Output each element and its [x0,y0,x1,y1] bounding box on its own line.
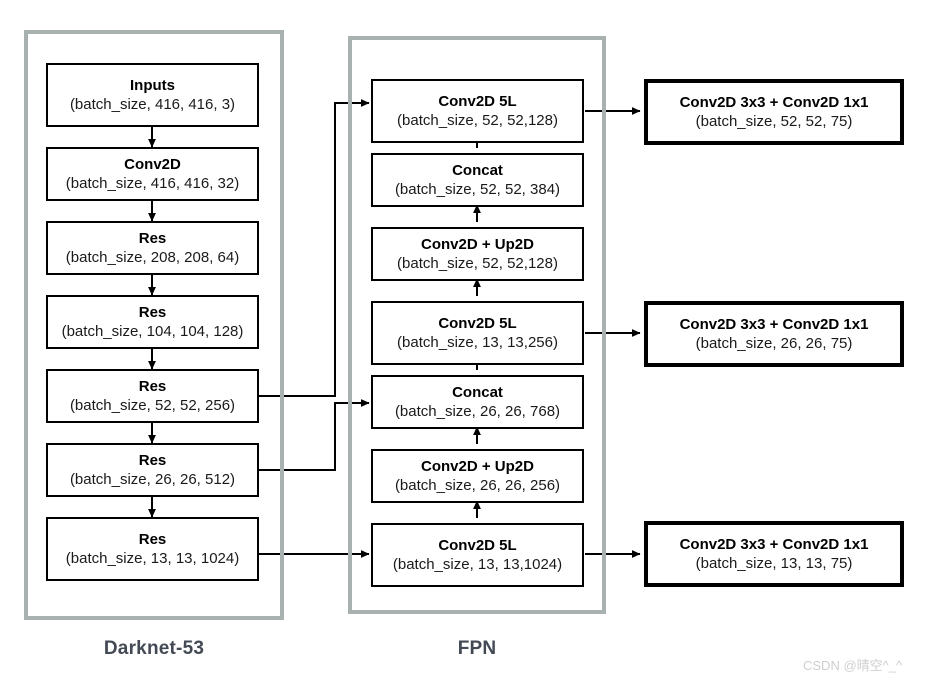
node-fpn-up2d-52[interactable]: Conv2D + Up2D (batch_size, 52, 52,128) [371,227,584,281]
node-head-52[interactable]: Conv2D 3x3 + Conv2D 1x1 (batch_size, 52,… [644,79,904,145]
node-shape: (batch_size, 26, 26, 512) [69,470,236,488]
node-res-208[interactable]: Res (batch_size, 208, 208, 64) [46,221,259,275]
group-label-darknet: Darknet-53 [103,638,205,659]
node-inputs[interactable]: Inputs (batch_size, 416, 416, 3) [46,63,259,127]
node-title: Conv2D + Up2D [421,235,534,253]
node-shape: (batch_size, 52, 52, 75) [695,112,853,130]
node-fpn-conv5l-13-256[interactable]: Conv2D 5L (batch_size, 13, 13,256) [371,301,584,365]
node-title: Conv2D + Up2D [421,457,534,475]
node-head-13[interactable]: Conv2D 3x3 + Conv2D 1x1 (batch_size, 13,… [644,521,904,587]
node-res-26[interactable]: Res (batch_size, 26, 26, 512) [46,443,259,497]
watermark: CSDN @晴空^_^ [803,658,903,673]
node-fpn-concat-52[interactable]: Concat (batch_size, 52, 52, 384) [371,153,584,207]
node-title: Res [138,451,167,469]
node-shape: (batch_size, 52, 52, 384) [394,180,561,198]
node-shape: (batch_size, 416, 416, 32) [65,174,240,192]
group-panel-fpn [348,36,606,614]
node-title: Res [138,377,167,395]
node-shape: (batch_size, 26, 26, 768) [394,402,561,420]
node-shape: (batch_size, 52, 52,128) [397,254,558,272]
node-title: Conv2D 5L [438,314,517,332]
node-shape: (batch_size, 13, 13,256) [397,333,558,351]
node-fpn-conv5l-52[interactable]: Conv2D 5L (batch_size, 52, 52,128) [371,79,584,143]
node-fpn-conv5l-13-1024[interactable]: Conv2D 5L (batch_size, 13, 13,1024) [371,523,584,587]
node-res-52[interactable]: Res (batch_size, 52, 52, 256) [46,369,259,423]
node-title: Res [138,303,167,321]
node-shape: (batch_size, 13, 13,1024) [392,555,563,573]
node-title: Res [138,229,167,247]
node-shape: (batch_size, 52, 52, 256) [69,396,236,414]
node-shape: (batch_size, 26, 26, 256) [394,476,561,494]
node-title: Res [138,530,167,548]
node-title: Concat [452,383,503,401]
node-res-104[interactable]: Res (batch_size, 104, 104, 128) [46,295,259,349]
node-title: Concat [452,161,503,179]
node-title: Inputs [130,76,175,94]
node-shape: (batch_size, 104, 104, 128) [61,322,244,340]
node-shape: (batch_size, 26, 26, 75) [695,334,853,352]
node-shape: (batch_size, 13, 13, 1024) [65,549,240,567]
node-title: Conv2D 3x3 + Conv2D 1x1 [679,93,869,111]
node-shape: (batch_size, 52, 52,128) [397,111,558,129]
node-title: Conv2D 3x3 + Conv2D 1x1 [679,315,869,333]
node-title: Conv2D [124,155,181,173]
node-res-13[interactable]: Res (batch_size, 13, 13, 1024) [46,517,259,581]
node-conv2d[interactable]: Conv2D (batch_size, 416, 416, 32) [46,147,259,201]
node-title: Conv2D 5L [438,92,517,110]
node-title: Conv2D 3x3 + Conv2D 1x1 [679,535,869,553]
node-shape: (batch_size, 208, 208, 64) [65,248,240,266]
group-panel-darknet [24,30,284,620]
group-label-fpn: FPN [457,638,497,659]
node-shape: (batch_size, 416, 416, 3) [69,95,236,113]
node-shape: (batch_size, 13, 13, 75) [695,554,853,572]
node-fpn-up2d-26[interactable]: Conv2D + Up2D (batch_size, 26, 26, 256) [371,449,584,503]
node-fpn-concat-26[interactable]: Concat (batch_size, 26, 26, 768) [371,375,584,429]
node-title: Conv2D 5L [438,536,517,554]
node-head-26[interactable]: Conv2D 3x3 + Conv2D 1x1 (batch_size, 26,… [644,301,904,367]
